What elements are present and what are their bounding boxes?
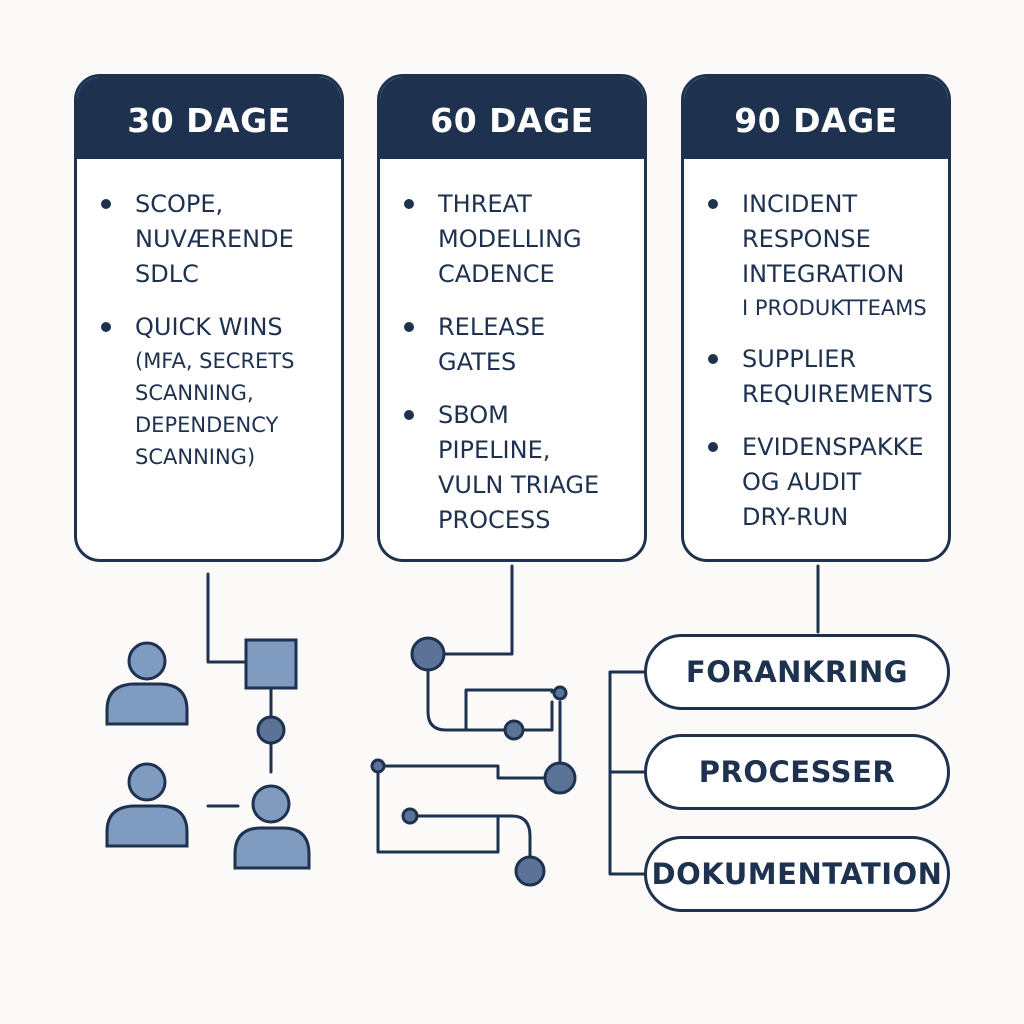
phase-card-30: 30 DAGE SCOPE, NUVÆRENDE SDLC QUICK WINS… [74, 74, 344, 562]
network-node-icon [244, 638, 298, 690]
connector-line [206, 572, 247, 664]
phase-item: RELEASE GATES [402, 310, 626, 380]
phase-item-text: INCIDENT RESPONSE INTEGRATION [742, 190, 905, 288]
phase-item: EVIDENSPAKKE OG AUDIT DRY-RUN [706, 430, 930, 535]
flow-lines-icon [444, 564, 514, 656]
phase-item-text: RELEASE GATES [438, 313, 546, 376]
phase-item-text: SUPPLIER REQUIREMENTS [742, 345, 933, 408]
phase-item: QUICK WINS (MFA, SECRETS SCANNING, DEPEND… [99, 310, 323, 473]
phase-card-90: 90 DAGE INCIDENT RESPONSE INTEGRATION I P… [681, 74, 951, 562]
phase-title: 30 DAGE [77, 77, 341, 159]
network-node-icon [410, 636, 446, 672]
phase-card-60: 60 DAGE THREAT MODELLING CADENCE RELEASE… [377, 74, 647, 562]
person-icon [105, 762, 189, 848]
phase-item: SCOPE, NUVÆRENDE SDLC [99, 187, 323, 292]
flow-lines-icon [464, 688, 554, 732]
phase-title: 60 DAGE [380, 77, 644, 159]
phase-item-detail: (MFA, SECRETS SCANNING, DEPENDENCY SCANN… [135, 349, 295, 469]
person-icon [105, 641, 189, 726]
pillar-processer: PROCESSER [644, 734, 950, 810]
network-node-icon [503, 719, 525, 741]
phase-item: INCIDENT RESPONSE INTEGRATION I PRODUKTTE… [706, 187, 930, 324]
network-node-icon [514, 855, 546, 887]
phase-item: SUPPLIER REQUIREMENTS [706, 342, 933, 412]
phase-item-text: SCOPE, NUVÆRENDE SDLC [135, 190, 294, 288]
network-node-icon [401, 807, 419, 825]
phase-item: THREAT MODELLING CADENCE [402, 187, 626, 292]
phase-item-text: SBOM PIPELINE, VULN TRIAGE PROCESS [438, 401, 600, 534]
flow-lines-icon [426, 670, 554, 732]
phase-item-detail: I PRODUKTTEAMS [742, 296, 927, 320]
phase-item-text: QUICK WINS [135, 313, 283, 341]
pillar-dokumentation: DOKUMENTATION [644, 836, 950, 912]
phase-items: THREAT MODELLING CADENCE RELEASE GATES S… [380, 159, 644, 538]
phase-item-text: EVIDENSPAKKE OG AUDIT DRY-RUN [742, 433, 924, 531]
flow-lines-icon [408, 814, 532, 860]
network-node-icon [370, 758, 386, 774]
network-node-icon [543, 761, 577, 795]
network-node-icon [256, 715, 286, 745]
phase-item-text: THREAT MODELLING CADENCE [438, 190, 582, 288]
phase-title: 90 DAGE [684, 77, 948, 159]
network-node-icon [552, 685, 568, 701]
phase-item: SBOM PIPELINE, VULN TRIAGE PROCESS [402, 398, 626, 538]
pillar-forankring: FORANKRING [644, 634, 950, 710]
flow-lines-icon [376, 764, 546, 854]
person-icon [233, 784, 311, 870]
phase-items: SCOPE, NUVÆRENDE SDLC QUICK WINS (MFA, SE… [77, 159, 341, 473]
phase-items: INCIDENT RESPONSE INTEGRATION I PRODUKTTE… [684, 159, 948, 535]
